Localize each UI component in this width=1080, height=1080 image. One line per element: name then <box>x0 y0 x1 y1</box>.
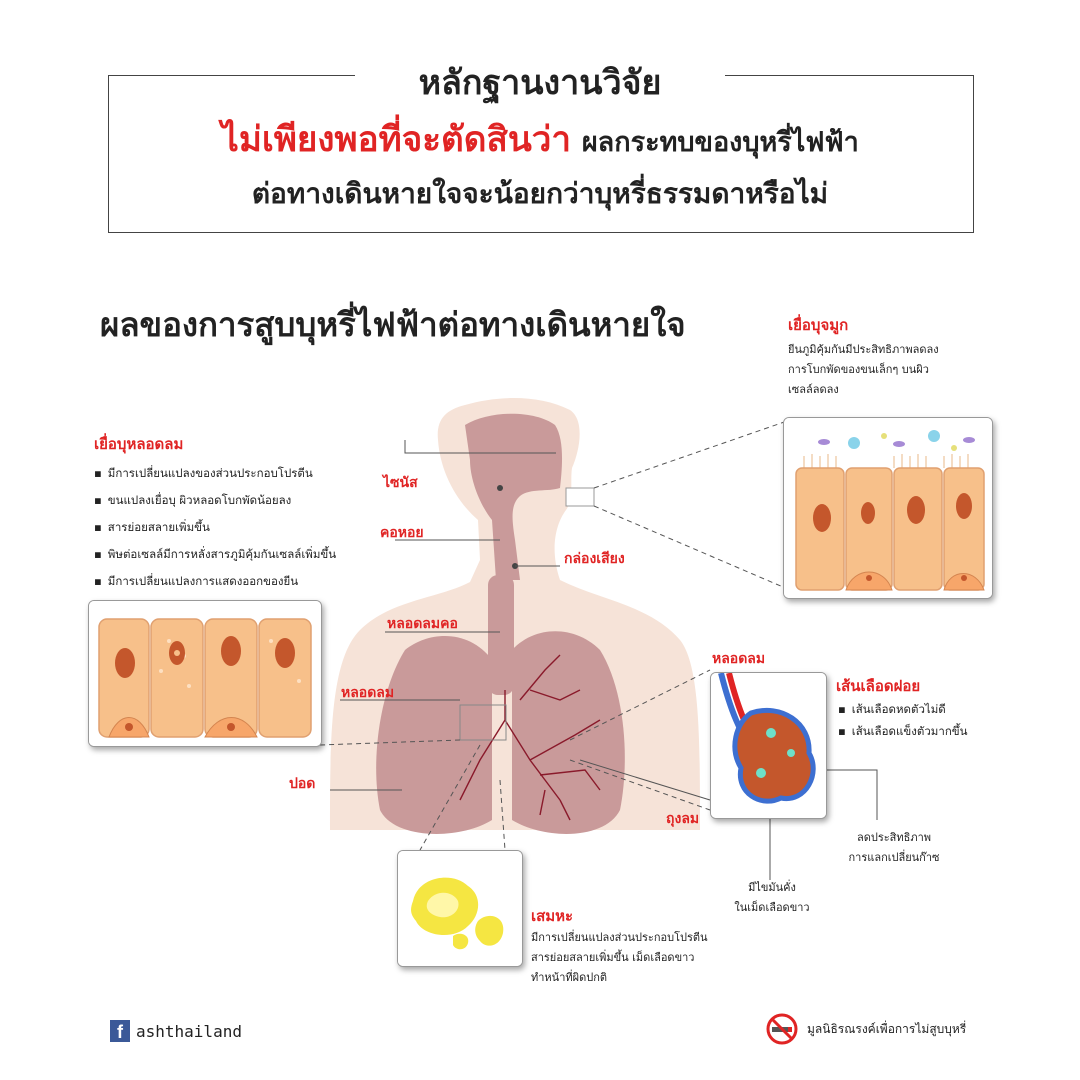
white-cells-text: มีไขมันคั่ง ในเม็ดเลือดขาว <box>727 878 817 918</box>
capillaries-title: เส้นเลือดฝอย <box>836 677 921 695</box>
foundation-name: มูลนิธิรณรงค์เพื่อการไม่สูบบุหรี่ <box>807 1021 967 1036</box>
left-lung <box>376 636 492 834</box>
nasal-cavity <box>465 413 563 580</box>
nasal-cells-illustration <box>784 418 992 598</box>
bronchial-cell-panel <box>88 600 322 747</box>
facebook-handle[interactable]: f ashthailand <box>110 1020 242 1042</box>
label-larynx: กล่องเสียง <box>564 551 625 567</box>
foundation-logo: มูลนิธิรณรงค์เพื่อการไม่สูบบุหรี่ <box>765 1012 966 1046</box>
nose-highlight <box>565 487 595 507</box>
sputum-illustration <box>398 851 522 966</box>
gas-exchange-text: ลดประสิทธิภาพ การแลกเปลี่ยนก๊าซ <box>848 828 940 868</box>
sinus-dot <box>497 485 503 491</box>
header-title: หลักฐานงานวิจัย <box>418 63 662 103</box>
label-bronchus-left: หลอดลม <box>341 685 395 701</box>
alveoli-illustration <box>711 673 826 818</box>
gas-exchange-line: ลดประสิทธิภาพ <box>856 831 932 844</box>
bronchial-item: มีการเปลี่ยนแปลงการแสดงออกของยีน <box>94 568 336 595</box>
sputum-panel <box>397 850 523 967</box>
bronchial-item: มีการเปลี่ยนแปลงของส่วนประกอบโปรตีน <box>94 460 336 487</box>
header-line-3: ต่อทางเดินหายใจจะน้อยกว่าบุหรี่ธรรมดาหรื… <box>251 177 829 210</box>
no-smoking-icon <box>766 1013 798 1045</box>
white-cells-line: ในเม็ดเลือดขาว <box>734 901 810 914</box>
section-subtitle: ผลของการสูบบุหรี่ไฟฟ้าต่อทางเดินหายใจ <box>100 305 686 344</box>
header-line-2-red: ไม่เพียงพอที่จะตัดสินว่า <box>221 120 572 160</box>
sputum-text: มีการเปลี่ยนแปลงส่วนประกอบโปรตีน สารย่อย… <box>531 928 708 988</box>
alveoli-panel <box>710 672 827 819</box>
label-alveoli: ถุงลม <box>666 811 700 827</box>
nasal-epithelium-text: ยีนภูมิคุ้มกันมีประสิทธิภาพลดลง การโบกพั… <box>788 340 939 400</box>
label-throat: คอหอย <box>380 525 424 541</box>
bronchial-item: สารย่อยสลายเพิ่มขึ้น <box>94 514 336 541</box>
label-bronchus-right: หลอดลม <box>712 651 766 667</box>
gas-exchange-line: การแลกเปลี่ยนก๊าซ <box>848 851 940 864</box>
bronchial-epithelium-title: เยื่อบุหลอดลม <box>94 435 184 453</box>
header-line-2-black: ผลกระทบของบุหรี่ไฟฟ้า <box>581 127 859 158</box>
nasal-cell-panel <box>783 417 993 599</box>
capillaries-item: เส้นเลือดแข็งตัวมากขึ้น <box>838 720 968 742</box>
virus-particles <box>848 430 940 449</box>
label-lung: ปอด <box>289 776 316 792</box>
capillaries-list: เส้นเลือดหดตัวไม่ดี เส้นเลือดแข็งตัวมากข… <box>838 698 968 742</box>
white-cells-line: มีไขมันคั่ง <box>748 881 796 894</box>
nasal-line: การโบกพัดของขนเล็กๆ บนผิว <box>788 363 929 376</box>
nasal-epithelium-title: เยื่อบุจมูก <box>788 316 849 334</box>
nasal-line: ยีนภูมิคุ้มกันมีประสิทธิภาพลดลง <box>788 343 939 356</box>
sputum-line: มีการเปลี่ยนแปลงส่วนประกอบโปรตีน <box>531 931 708 944</box>
header-title-backdrop <box>355 50 725 102</box>
bronchial-epithelium-list: มีการเปลี่ยนแปลงของส่วนประกอบโปรตีน ขนแป… <box>94 460 336 595</box>
bronchial-item: ขนแปลงเยื่อบุ ผิวหลอดโบกพัดน้อยลง <box>94 487 336 514</box>
bronchial-cells-illustration <box>89 601 321 746</box>
dashed-callouts <box>319 419 791 851</box>
label-trachea: หลอดลมคอ <box>387 616 458 632</box>
sputum-title: เสมหะ <box>531 907 574 925</box>
capillaries-item: เส้นเลือดหดตัวไม่ดี <box>838 698 968 720</box>
sputum-line: สารย่อยสลายเพิ่มขึ้น เม็ดเลือดขาว <box>531 951 695 964</box>
nasal-line: เซลล์ลดลง <box>788 383 839 396</box>
bronchus-highlight <box>459 704 507 741</box>
label-sinus: ไซนัส <box>383 475 418 491</box>
bronchial-item: พิษต่อเซลล์มีการหลั่งสารภูมิคุ้มกันเซลล์… <box>94 541 336 568</box>
facebook-handle-text[interactable]: ashthailand <box>136 1021 242 1041</box>
header-line-2: ไม่เพียงพอที่จะตัดสินว่า ผลกระทบของบุหรี… <box>0 112 1080 167</box>
sputum-line: ทำหน้าที่ผิดปกติ <box>531 971 608 984</box>
trachea-shape <box>488 575 514 695</box>
right-lung <box>512 631 625 834</box>
leader-lines <box>330 440 878 880</box>
facebook-icon[interactable]: f <box>110 1020 130 1042</box>
